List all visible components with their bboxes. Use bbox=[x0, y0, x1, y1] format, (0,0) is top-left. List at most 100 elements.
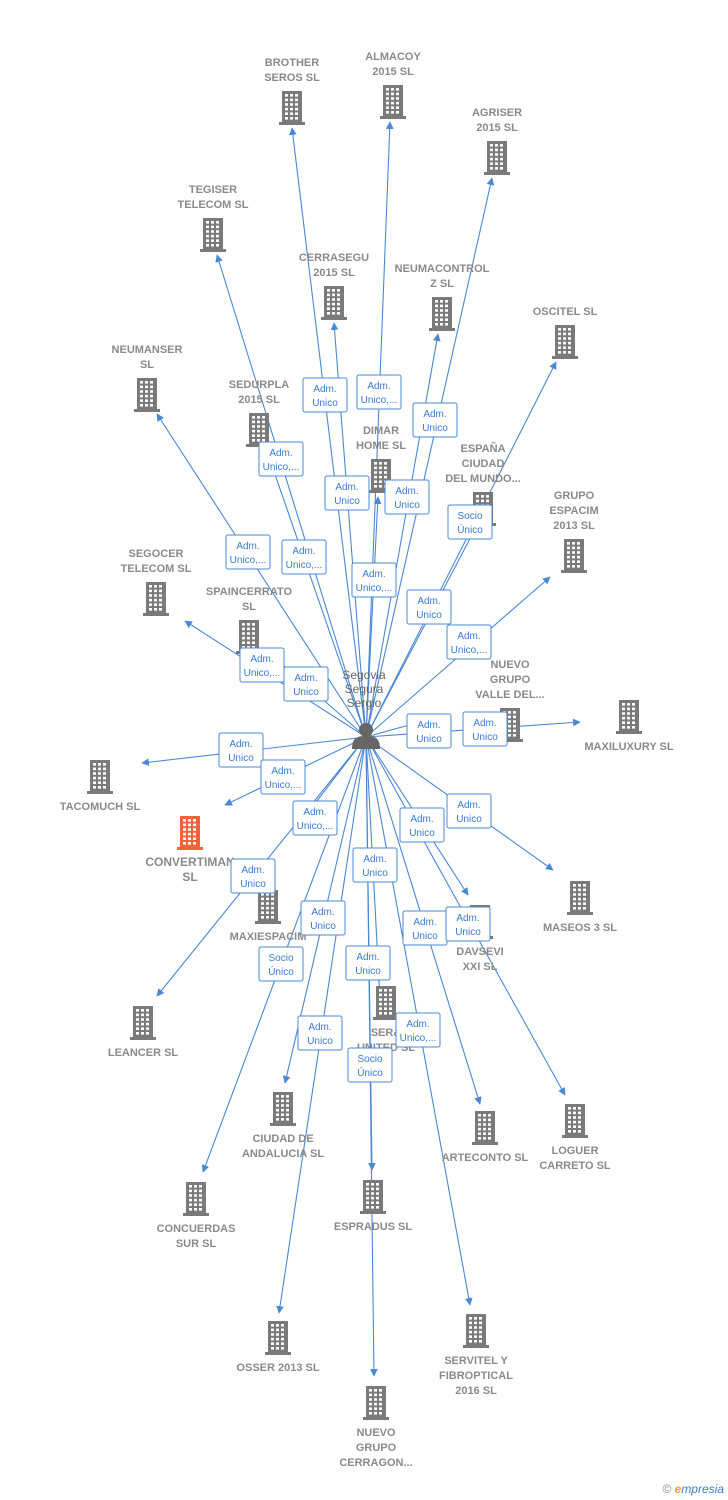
role-badge[interactable]: Adm.Unico,... bbox=[292, 800, 338, 836]
role-text-line: Socio bbox=[357, 1054, 382, 1065]
role-text-line: Adm. bbox=[457, 631, 480, 642]
building-icon bbox=[567, 881, 593, 915]
role-text-line: Adm. bbox=[473, 718, 496, 729]
company-name-line: SL bbox=[182, 870, 197, 884]
role-text-line: Adm. bbox=[241, 865, 264, 876]
company-name-line: OSCITEL SL bbox=[533, 306, 598, 318]
company-name-line: TACOMUCH SL bbox=[60, 801, 141, 813]
company-name-line: AGRISER bbox=[472, 107, 522, 119]
company-name-line: CARRETO SL bbox=[539, 1160, 611, 1172]
role-badge[interactable]: Adm.Unico bbox=[352, 847, 398, 883]
role-text-line: Adm. bbox=[406, 1019, 429, 1030]
role-badge[interactable]: Adm.Unico bbox=[406, 589, 452, 625]
role-badge[interactable]: Adm.Unico,... bbox=[258, 441, 304, 477]
company-oscitel[interactable]: OSCITEL SL bbox=[533, 306, 598, 359]
role-badge[interactable]: Adm.Unico bbox=[345, 945, 391, 981]
person-node[interactable]: Segovia Segura Sergio bbox=[342, 668, 386, 749]
role-badge[interactable]: Adm.Unico bbox=[300, 900, 346, 936]
company-name-line: SUR SL bbox=[176, 1238, 217, 1250]
company-nuevogrupocerragon[interactable]: NUEVOGRUPOCERRAGON... bbox=[339, 1386, 413, 1469]
role-text-line: Unico,... bbox=[297, 821, 334, 832]
role-text-line: Unico bbox=[394, 500, 420, 511]
company-name-line: CIUDAD DE bbox=[252, 1133, 313, 1145]
role-text-line: Adm. bbox=[271, 766, 294, 777]
company-name-line: SL bbox=[140, 359, 154, 371]
role-text-line: Adm. bbox=[367, 381, 390, 392]
role-badge[interactable]: Adm.Unico bbox=[402, 910, 448, 946]
role-badge[interactable]: Adm.Unico bbox=[446, 793, 492, 829]
company-arteconto[interactable]: ARTECONTO SL bbox=[442, 1111, 529, 1164]
building-icon bbox=[616, 700, 642, 734]
edge-agriser bbox=[365, 177, 495, 738]
role-badge[interactable]: Adm.Unico bbox=[218, 732, 264, 768]
person-icon bbox=[352, 723, 380, 749]
role-text-line: Adm. bbox=[292, 546, 315, 557]
role-badge[interactable]: Adm.Unico bbox=[230, 858, 276, 894]
footer-brand[interactable]: © empresia bbox=[662, 1482, 724, 1496]
company-maxiespacim[interactable]: MAXIESPACIM bbox=[230, 890, 307, 943]
company-maxiluxury[interactable]: MAXILUXURY SL bbox=[584, 700, 674, 753]
role-badge[interactable]: Adm.Unico bbox=[462, 711, 508, 747]
role-badge[interactable]: Adm.Unico,... bbox=[446, 624, 492, 660]
company-leancer[interactable]: LEANCER SL bbox=[108, 1006, 179, 1059]
role-badge[interactable]: Adm.Unico,... bbox=[225, 534, 271, 570]
role-badge[interactable]: Adm.Unico bbox=[445, 906, 491, 942]
role-badge[interactable]: Adm.Unico,... bbox=[239, 647, 285, 683]
role-badge[interactable]: Adm.Unico,... bbox=[351, 562, 397, 598]
company-name-line: CONCUERDAS bbox=[157, 1223, 236, 1235]
role-text-line: Unico,... bbox=[263, 462, 300, 473]
role-badge[interactable]: Adm.Unico bbox=[283, 666, 329, 702]
role-text-line: Adm. bbox=[417, 596, 440, 607]
role-text-line: Adm. bbox=[423, 409, 446, 420]
company-tacomuch[interactable]: TACOMUCH SL bbox=[60, 760, 141, 813]
role-badge[interactable]: Adm.Unico,... bbox=[356, 374, 402, 410]
role-badge[interactable]: Adm.Unico bbox=[324, 475, 370, 511]
company-espradus[interactable]: ESPRADUS SL bbox=[334, 1180, 413, 1233]
role-badge[interactable]: Adm.Unico,... bbox=[395, 1012, 441, 1048]
company-name-line: TEGISER bbox=[189, 184, 237, 196]
role-badge[interactable]: Adm.Unico bbox=[406, 713, 452, 749]
role-badge[interactable]: Adm.Unico bbox=[384, 479, 430, 515]
building-icon bbox=[363, 1386, 389, 1420]
role-badge[interactable]: Adm.Unico bbox=[412, 402, 458, 438]
building-icon bbox=[321, 286, 347, 320]
role-badge[interactable]: Adm.Unico,... bbox=[281, 539, 327, 575]
role-text-line: Único bbox=[268, 965, 294, 978]
role-badge[interactable]: Adm.Unico,... bbox=[260, 759, 306, 795]
company-concuerdas[interactable]: CONCUERDAS SUR SL bbox=[157, 1182, 236, 1250]
building-icon bbox=[484, 141, 510, 175]
building-icon bbox=[265, 1321, 291, 1355]
role-text-line: Socio bbox=[268, 953, 293, 964]
company-name-line: DAVSEVI bbox=[456, 946, 503, 958]
role-badge[interactable]: Adm.Unico bbox=[399, 807, 445, 843]
company-name-line: Z SL bbox=[430, 278, 454, 290]
edge-neumacontrol bbox=[365, 333, 441, 738]
company-name-line: DIMAR bbox=[363, 425, 399, 437]
roles-layer: Adm.UnicoAdm.Unico,...Adm.UnicoAdm.Unico… bbox=[218, 374, 508, 1083]
company-maseos[interactable]: MASEOS 3 SL bbox=[543, 881, 617, 934]
role-badge[interactable]: Adm.Unico bbox=[302, 377, 348, 413]
company-osser[interactable]: OSSER 2013 SL bbox=[236, 1321, 320, 1374]
company-name-line: SEGOCER bbox=[128, 548, 183, 560]
role-badge[interactable]: Adm.Unico bbox=[297, 1015, 343, 1051]
role-text-line: Adm. bbox=[363, 854, 386, 865]
